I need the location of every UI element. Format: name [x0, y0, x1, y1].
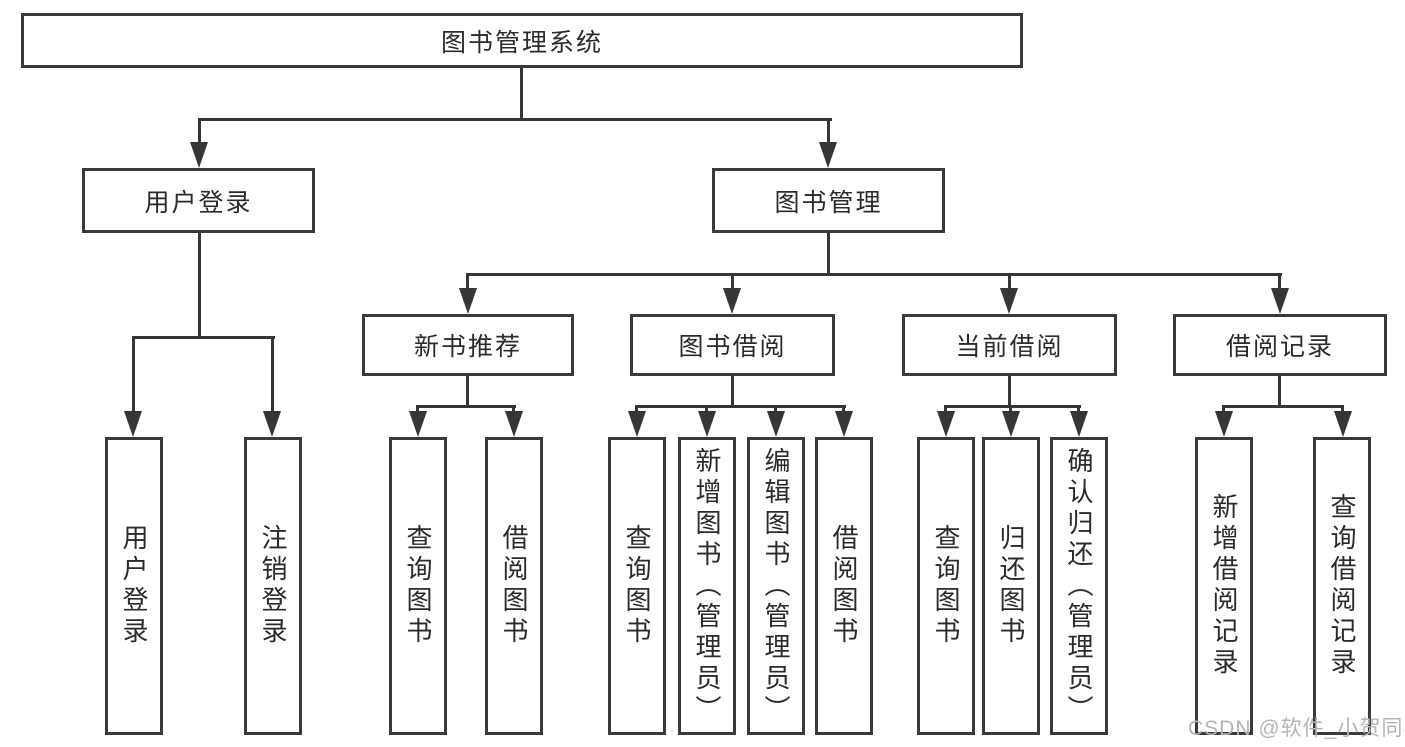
leaf-user-login: 用户登录: [105, 437, 163, 735]
connector-drop: [132, 336, 135, 414]
node-new-book-recommend: 新书推荐: [362, 314, 574, 376]
leaf-label: 借阅图书: [499, 524, 529, 648]
node-label: 图书管理: [774, 188, 883, 217]
connector-drop: [512, 405, 515, 415]
node-label: 当前借阅: [955, 333, 1064, 361]
connector-book-mgmt-stem: [827, 233, 830, 275]
connector-drop: [705, 405, 708, 415]
connector-drop: [271, 336, 274, 414]
leaf-label: 查询借阅记录: [1327, 493, 1357, 679]
leaf-label: 注销登录: [258, 524, 288, 648]
connector-l3-branch: [466, 273, 1282, 276]
node-user-login: 用户登录: [82, 168, 315, 233]
connector-drop: [1222, 405, 1225, 415]
arrowhead: [1002, 411, 1020, 437]
arrowhead: [1215, 411, 1233, 437]
arrowhead: [723, 288, 741, 314]
leaf-query-borrow-record: 查询借阅记录: [1313, 437, 1371, 735]
leaf-label: 用户登录: [119, 524, 149, 648]
connector-l1-branch: [198, 118, 832, 121]
connector-recommend-stem: [466, 376, 469, 407]
leaf-borrow-books-borrowing: 借阅图书: [815, 437, 873, 735]
leaf-label: 归还图书: [996, 524, 1026, 648]
connector-root-stem: [520, 68, 523, 118]
leaf-label: 新增图书（管理员）: [692, 446, 722, 726]
leaf-label: 编辑图书（管理员）: [761, 446, 791, 726]
arrowhead: [937, 411, 955, 437]
arrowhead: [409, 411, 427, 437]
connector-drop: [1008, 273, 1011, 291]
leaf-label: 确认归还（管理员）: [1064, 446, 1094, 726]
connector-drop: [1009, 405, 1012, 415]
arrowhead: [1334, 411, 1352, 437]
arrowhead: [698, 411, 716, 437]
connector-drop: [466, 273, 469, 291]
connector-records-branch: [1222, 405, 1344, 408]
connector-current-stem: [1008, 376, 1011, 407]
connector-borrowing-stem: [731, 376, 734, 407]
node-label: 新书推荐: [413, 333, 522, 361]
connector-drop: [842, 405, 845, 415]
leaf-return-books: 归还图书: [982, 437, 1040, 735]
connector-recommend-branch: [416, 405, 516, 408]
connector-drop: [635, 405, 638, 415]
leaf-label: 查询图书: [403, 524, 433, 648]
node-book-borrowing: 图书借阅: [630, 314, 835, 376]
node-library-management-system: 图书管理系统: [21, 13, 1023, 68]
arrowhead: [767, 411, 785, 437]
leaf-logout: 注销登录: [244, 437, 302, 735]
leaf-query-books-recommend: 查询图书: [389, 437, 447, 735]
node-label: 用户登录: [144, 188, 253, 217]
arrowhead: [1271, 288, 1289, 314]
leaf-add-books-admin: 新增图书（管理员）: [678, 437, 736, 735]
connector-user-login-stem: [198, 233, 201, 336]
connector-drop: [1341, 405, 1344, 415]
arrowhead: [1070, 411, 1088, 437]
arrowhead: [190, 142, 208, 168]
leaf-query-books-borrowing: 查询图书: [608, 437, 666, 735]
leaf-add-borrow-record: 新增借阅记录: [1195, 437, 1253, 735]
connector-borrowing-branch: [635, 405, 846, 408]
arrowhead: [124, 411, 142, 437]
connector-drop: [1077, 405, 1080, 415]
arrowhead: [819, 142, 837, 168]
leaf-edit-books-admin: 编辑图书（管理员）: [747, 437, 805, 735]
node-borrowing-records: 借阅记录: [1173, 314, 1387, 376]
leaf-borrow-books-recommend: 借阅图书: [485, 437, 543, 735]
leaf-query-books-current: 查询图书: [917, 437, 975, 735]
leaf-label: 查询图书: [931, 524, 961, 648]
connector-drop: [944, 405, 947, 415]
connector-user-login-branch: [132, 336, 275, 339]
connector-records-stem: [1278, 376, 1281, 407]
arrowhead: [628, 411, 646, 437]
node-current-borrowing: 当前借阅: [902, 314, 1117, 376]
connector-drop: [416, 405, 419, 415]
csdn-watermark: CSDN @软件_小贺同学: [1188, 717, 1405, 740]
connector-drop: [827, 118, 830, 144]
connector-drop: [774, 405, 777, 415]
connector-drop: [1278, 273, 1281, 291]
leaf-label: 新增借阅记录: [1209, 493, 1239, 679]
arrowhead: [263, 411, 281, 437]
node-book-management: 图书管理: [712, 168, 945, 233]
arrowhead: [835, 411, 853, 437]
node-label: 借阅记录: [1225, 333, 1334, 361]
arrowhead: [1000, 288, 1018, 314]
arrowhead: [459, 288, 477, 314]
node-label: 图书借阅: [678, 333, 787, 361]
connector-current-branch: [944, 405, 1081, 408]
connector-drop: [731, 273, 734, 291]
leaf-label: 查询图书: [622, 524, 652, 648]
node-label: 图书管理系统: [440, 28, 603, 57]
arrowhead: [505, 411, 523, 437]
connector-drop: [198, 118, 201, 144]
leaf-label: 借阅图书: [829, 524, 859, 648]
leaf-confirm-return-admin: 确认归还（管理员）: [1050, 437, 1108, 735]
